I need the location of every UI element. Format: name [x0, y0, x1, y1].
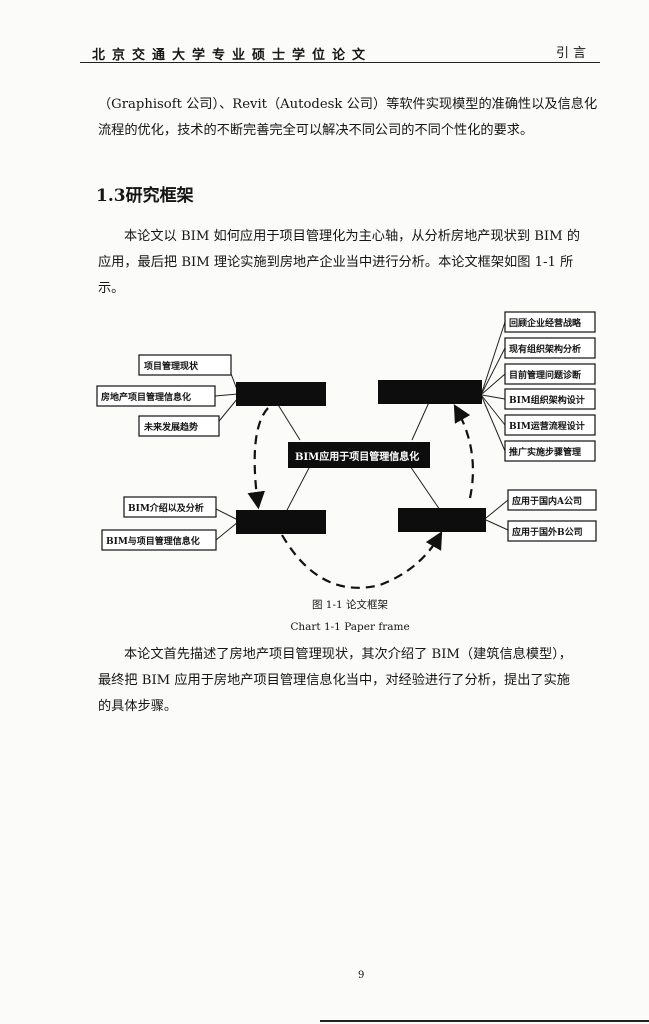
dark-node-left-top [236, 382, 326, 406]
item-box [504, 440, 596, 462]
right-bottom-item-1: 应用于国内A公司 [512, 497, 582, 507]
frame-line-3: 示。 [98, 281, 125, 296]
item-box [504, 311, 596, 333]
section-heading: 1.3研究框架 [96, 186, 194, 206]
intro-line-1: （Graphisoft 公司）、Revit（Autodesk 公司）等软件实现模… [98, 97, 598, 112]
summary-line-3: 的具体步骤。 [98, 699, 178, 714]
item-box [123, 496, 217, 518]
dashed-cycle-arrows [247, 404, 475, 589]
item-box [504, 363, 596, 385]
item-box [96, 385, 216, 407]
item-box [138, 354, 232, 376]
figure-caption-cn: 图 1-1 论文框架 [311, 599, 389, 611]
left-bottom-item-2: BIM与项目管理信息化 [106, 537, 200, 547]
right-top-item-6: 推广实施步骤管理 [509, 448, 582, 458]
right-top-item-3: 目前管理问题诊断 [509, 371, 582, 381]
center-node-label: BIM应用于项目管理信息化 [295, 452, 420, 463]
left-top-item-3: 未来发展趋势 [144, 423, 199, 433]
right-top-item-2: 现有组织架构分析 [509, 345, 582, 355]
dark-node-left-bottom [236, 510, 326, 534]
right-top-item-1: 回顾企业经营战略 [509, 319, 582, 329]
summary-line-2: 最终把 BIM 应用于房地产项目管理信息化当中，对经验进行了分析，提出了实施 [98, 673, 570, 688]
intro-line-2: 流程的优化，技术的不断完善完全可以解决不同公司的不同个性化的要求。 [98, 123, 534, 138]
item-box [504, 337, 596, 359]
dark-node-center [288, 442, 430, 468]
frame-line-1: 本论文以 BIM 如何应用于项目管理化为主心轴，从分析房地产现状到 BIM 的 [124, 229, 581, 244]
diagram-connectors [209, 321, 509, 541]
item-box [507, 520, 597, 542]
footer-rule [320, 1020, 649, 1022]
item-box [504, 414, 596, 436]
frame-line-2: 应用，最后把 BIM 理论实施到房地产企业当中进行分析。本论文框架如图 1-1 … [98, 255, 574, 270]
item-box [504, 388, 596, 410]
right-bottom-item-2: 应用于国外B公司 [512, 528, 583, 538]
item-box [101, 529, 217, 551]
summary-line-1: 本论文首先描述了房地产项目管理现状，其次介绍了 BIM（建筑信息模型）， [124, 647, 572, 662]
running-header-section: 引言 [556, 46, 591, 61]
left-top-item-1: 项目管理现状 [144, 362, 199, 372]
running-header-title: 北京交通大学专业硕士学位论文 [92, 48, 373, 63]
item-box [507, 489, 597, 511]
header-rule [80, 62, 600, 63]
figure-caption-en: Chart 1-1 Paper frame [290, 621, 410, 633]
page-number: 9 [358, 970, 365, 981]
dark-node-right-bottom [398, 508, 486, 532]
item-box [138, 415, 220, 437]
left-bottom-item-1: BIM介绍以及分析 [128, 504, 204, 514]
left-top-item-2: 房地产项目管理信息化 [101, 393, 192, 403]
dark-node-right-top [378, 380, 482, 404]
right-top-item-4: BIM组织架构设计 [509, 396, 585, 406]
right-top-item-5: BIM运营流程设计 [509, 422, 585, 432]
